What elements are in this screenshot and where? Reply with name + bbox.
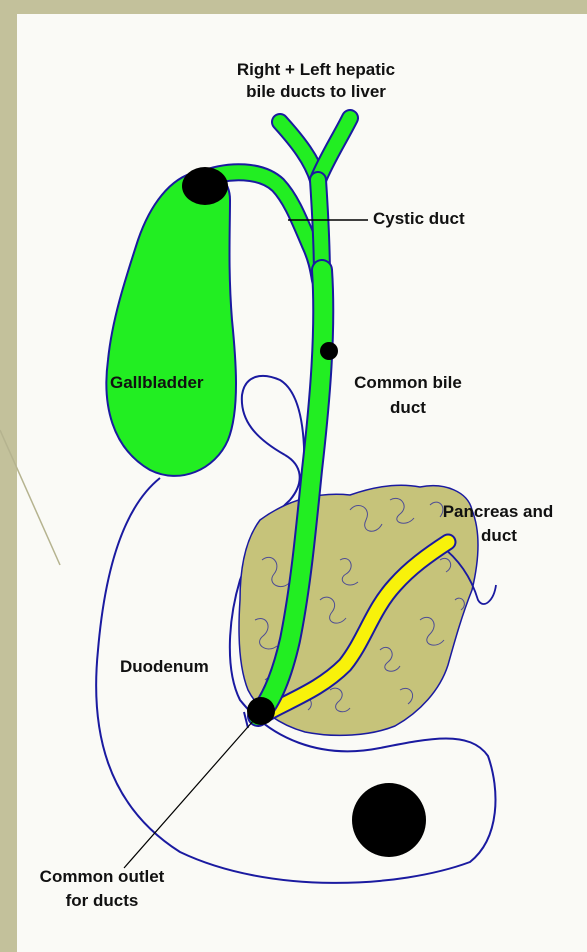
ampulla-stone: [247, 697, 275, 725]
label-common-outlet-line1: Common outlet: [40, 867, 165, 886]
label-gallbladder: Gallbladder: [110, 373, 204, 392]
label-common-bile-duct-line1: Common bile: [354, 373, 462, 392]
label-hepatic-ducts-line2: bile ducts to liver: [246, 82, 386, 101]
common-bile-duct-stone: [320, 342, 338, 360]
label-common-outlet-line2: for ducts: [66, 891, 139, 910]
label-cystic-duct: Cystic duct: [373, 209, 465, 228]
label-hepatic-ducts-line1: Right + Left hepatic: [237, 60, 395, 79]
label-common-bile-duct-line2: duct: [390, 398, 426, 417]
label-pancreas-line1: Pancreas and: [443, 502, 554, 521]
gallbladder-neck-stone: [182, 167, 228, 205]
label-duodenum: Duodenum: [120, 657, 209, 676]
label-pancreas-line2: duct: [481, 526, 517, 545]
duodenum-lumen: [352, 783, 426, 857]
